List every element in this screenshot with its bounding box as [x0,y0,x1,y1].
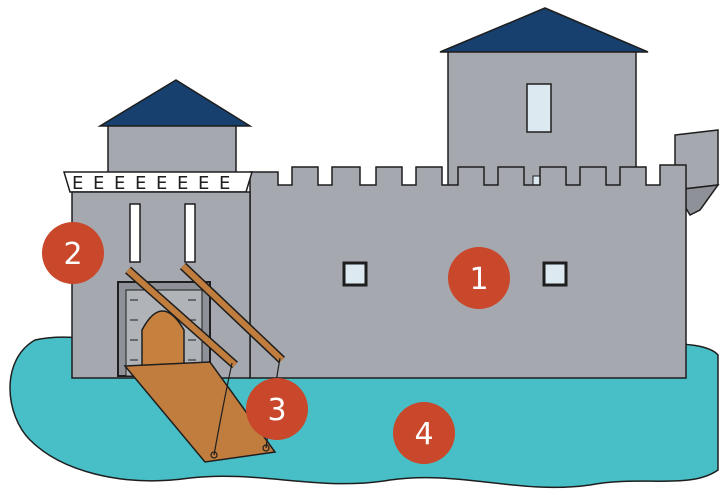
svg-text:1: 1 [469,262,488,297]
arrow-slit-right [184,203,196,263]
marker-1: 1 [448,247,510,309]
svg-text:E: E [72,173,83,194]
svg-text:E: E [177,173,188,194]
wall-window-left [342,261,368,287]
svg-text:E: E [114,173,125,194]
svg-text:E: E [219,173,230,194]
marker-4: 4 [393,402,455,464]
svg-text:2: 2 [63,237,82,272]
tower-window [526,83,552,133]
svg-text:3: 3 [267,393,286,428]
gate-door [141,310,185,377]
marker-3: 3 [246,378,308,440]
arrow-slit-left [129,203,141,263]
svg-text:E: E [135,173,146,194]
svg-text:E: E [156,173,167,194]
marker-2: 2 [42,222,104,284]
wall-window-right [542,261,568,287]
svg-text:E: E [93,173,104,194]
drawbridge [123,262,286,463]
svg-text:4: 4 [414,417,433,452]
svg-text:E: E [198,173,209,194]
